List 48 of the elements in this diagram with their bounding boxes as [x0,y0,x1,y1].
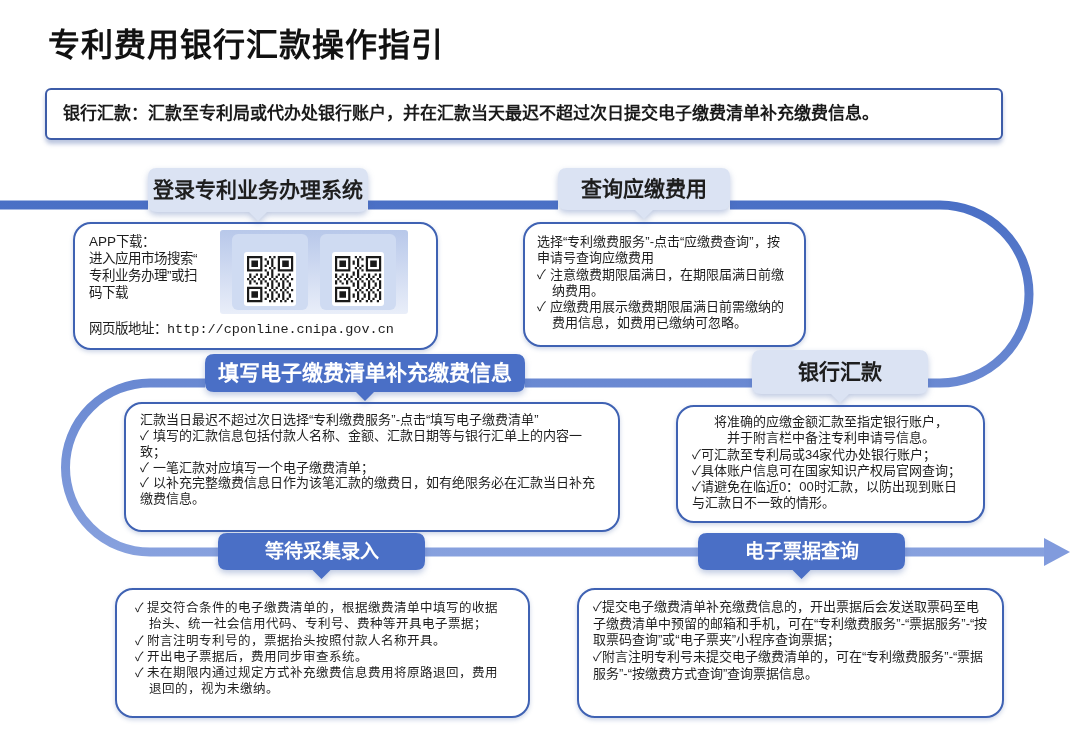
flow-band [368,200,558,210]
step-card [115,588,530,718]
checklist-item: ✓请避免在临近0：00时汇款，以防出现到账日与汇款日不一致的情形。 [692,479,958,512]
step-title: 电子票据查询 [744,539,859,564]
step-tab [148,168,368,222]
instruction-text: 选择“专利缴费服务”-点击“应缴费查询”，按申请号查询应缴费用 [537,234,781,267]
step-card [676,405,985,523]
instruction-text: 进入应用市场搜索“专利业务办理”或扫码下载 [89,250,199,302]
step-title: 填写电子缴费清单补充缴费信息 [218,359,512,387]
step-card [577,588,1004,718]
summary-banner [45,88,1003,140]
step-tab [205,354,525,402]
web-address-text: 网页版地址：http://cponline.cnipa.gov.cn [89,322,394,339]
instruction-text: 将准确的应缴金额汇款至指定银行账户，并于附言栏中备注专利申请号信息。 [712,414,949,447]
step-title: 等待采集录入 [264,539,379,564]
flow-band [61,378,218,557]
checklist-item: ✓ 以补充完整缴费信息日作为该笔汇款的缴费日，如有绝限务必在汇款当日补充缴费信息。 [140,475,596,508]
flow-arrow [905,538,1070,566]
checklist-item: ✓ 一笔汇款对应填写一个电子缴费清单； [140,459,374,476]
checklist-item: ✓ 提交符合条件的电子缴费清单的，根据缴费清单中填写的收据抬头、统一社会信用代码、专利号、费种等开具电子票据； [135,600,500,633]
checklist-item: ✓ 未在期限内通过规定方式补充缴费信息费用将原路退回，费用退回的，视为未缴纳。 [135,665,500,698]
flow-band [0,200,148,210]
step-card [124,402,620,532]
step-title: 银行汇款 [798,358,882,386]
step-card [73,222,438,350]
checklist-item: ✓提交电子缴费清单补充缴费信息的，开出票据后会发送取票码至电子缴费清单中预留的邮箱和手机，可在“专利缴费服务”-“票据服务”-“按取票码查询”或“电子票夹”小程序查询票据； [593,599,988,649]
step-tab [698,533,905,580]
step-tab [558,168,730,220]
checklist-item: ✓ 填写的汇款信息包括付款人名称、金额、汇款日期等与银行汇单上的内容一致； [140,427,583,460]
page-title: 专利费用银行汇款操作指引 [48,26,444,65]
checklist-item: ✓可汇款至专利局或34家代办处银行账户； [692,446,937,463]
checklist-item: ✓ 应缴费用展示缴费期限届满日前需缴纳的费用信息，如费用已缴纳可忽略。 [537,299,785,332]
flow-band [730,200,1034,388]
step-title: 登录专利业务办理系统 [153,176,363,204]
checklist-item: ✓附言注明专利号未提交电子缴费清单的，可在“专利缴费服务”-“票据服务”-“按缴费方式查询”查询票据信息。 [593,648,985,683]
instruction-text: 汇款当日最迟不超过次日选择“专利缴费服务”-点击“填写电子缴费清单” [140,412,539,428]
checklist-item: ✓ 附言注明专利号的，票据抬头按照付款人名称开具。 [135,632,447,649]
checklist-item: ✓ 开出电子票据后，费用同步审查系统。 [135,648,369,665]
step-card [523,222,806,347]
step-title: 查询应缴费用 [581,175,707,203]
step-tab [218,533,425,580]
flow-band [425,547,698,557]
instruction-text: APP下载： [89,234,155,251]
summary-text: 银行汇款：汇款至专利局或代办处银行账户，并在汇款当天最迟不超过次日提交电子缴费清单补充缴费信息。 [63,103,879,125]
checklist-item: ✓具体账户信息可在国家知识产权局官网查询； [692,462,961,479]
step-tab [752,350,928,404]
checklist-item: ✓ 注意缴费期限届满日，在期限届满日前缴纳费用。 [537,266,785,299]
flow-band [525,378,752,388]
